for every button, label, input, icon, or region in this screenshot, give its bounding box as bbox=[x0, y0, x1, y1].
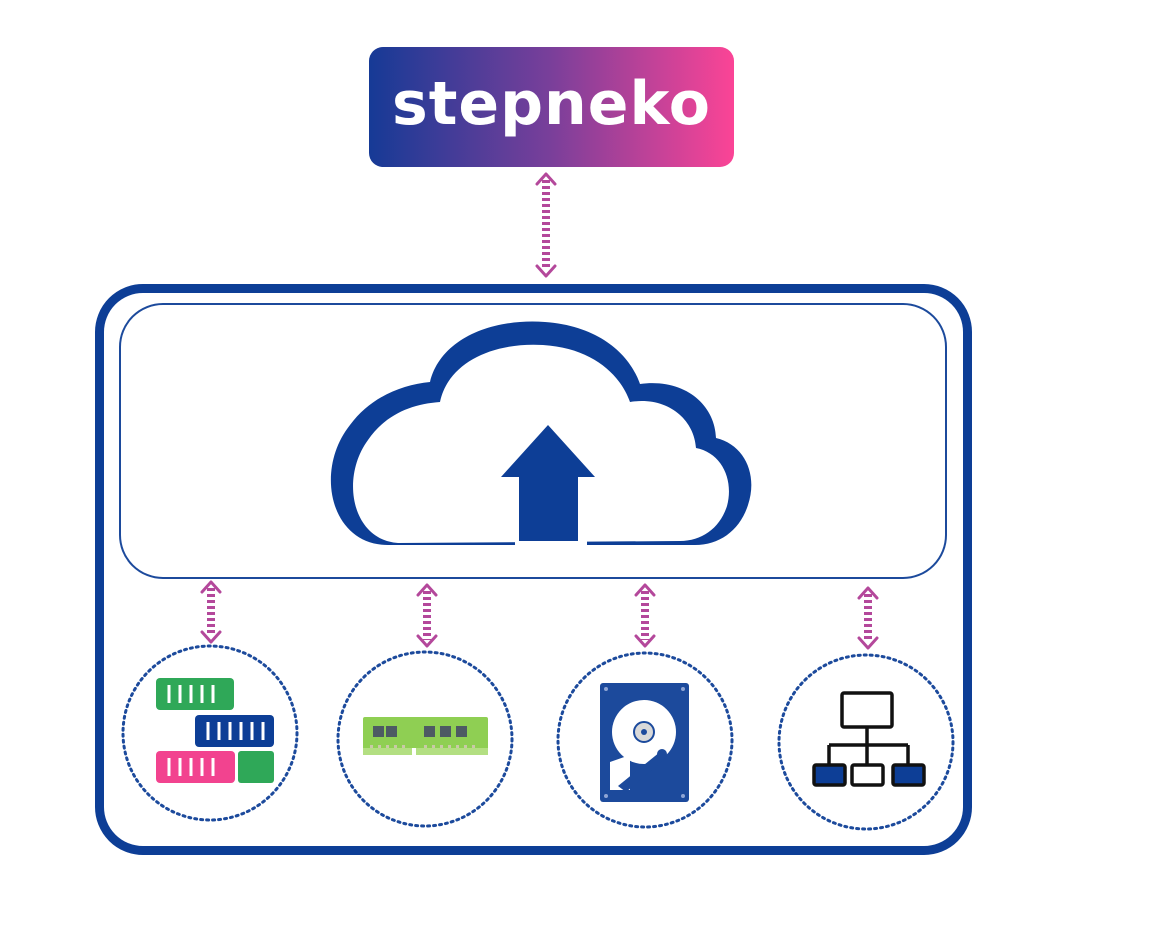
cloud-platform-frame bbox=[95, 284, 972, 855]
cloud-upload-icon bbox=[330, 321, 752, 550]
panel-network-connector bbox=[857, 586, 879, 650]
server-circle bbox=[121, 644, 299, 822]
ram-memory-icon bbox=[363, 717, 488, 755]
brand-logo-box: stepneko bbox=[369, 47, 734, 167]
server-rack-icon bbox=[156, 678, 274, 783]
panel-hdd-connector bbox=[634, 583, 656, 648]
ram-circle bbox=[336, 650, 514, 828]
hdd-circle bbox=[556, 651, 734, 829]
network-circle bbox=[777, 653, 955, 831]
cloud-panel bbox=[119, 303, 947, 579]
panel-ram-connector bbox=[416, 583, 438, 648]
panel-server-connector bbox=[200, 580, 222, 644]
hard-disk-icon bbox=[600, 683, 689, 802]
brand-name: stepneko bbox=[392, 69, 711, 139]
brand-cloud-connector bbox=[535, 172, 557, 278]
network-topology-icon bbox=[812, 691, 926, 787]
